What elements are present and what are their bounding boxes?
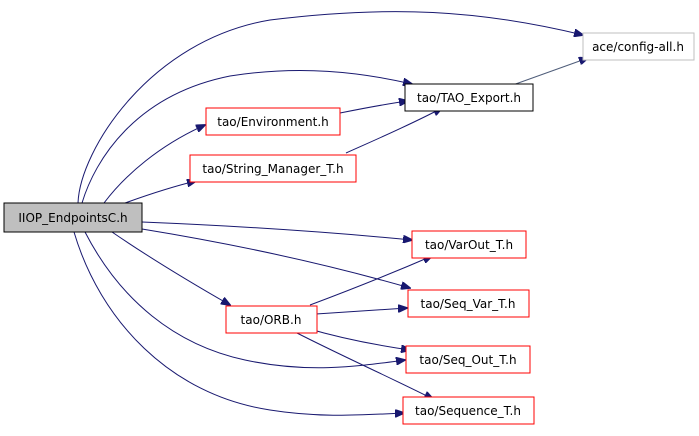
edge-root-tao-export xyxy=(81,70,412,204)
node-root-label: IIOP_EndpointsC.h xyxy=(18,211,127,225)
edge-orb-sequence xyxy=(294,331,433,399)
edge-orb-seq-var xyxy=(315,308,407,315)
edge-root-varout xyxy=(141,221,412,240)
node-string-manager[interactable]: tao/String_Manager_T.h xyxy=(189,154,357,183)
edge-root-sequence xyxy=(73,231,404,415)
node-tao-export-label: tao/TAO_Export.h xyxy=(417,91,521,105)
node-seq-var[interactable]: tao/Seq_Var_T.h xyxy=(407,289,530,318)
node-seq-out[interactable]: tao/Seq_Out_T.h xyxy=(405,345,531,374)
edge-root-seq-out xyxy=(84,231,405,369)
node-sequence-label: tao/Sequence_T.h xyxy=(415,404,521,418)
node-environment[interactable]: tao/Environment.h xyxy=(205,107,341,136)
node-orb[interactable]: tao/ORB.h xyxy=(225,305,318,334)
edge-root-orb xyxy=(111,231,230,305)
edge-string-manager-tao-export xyxy=(345,108,442,154)
edge-orb-varout xyxy=(309,256,432,306)
node-config-all[interactable]: ace/config-all.h xyxy=(582,32,695,61)
edge-environment-tao-export xyxy=(339,101,408,114)
nodes: IIOP_EndpointsC.h ace/config-all.h tao/T… xyxy=(3,32,695,425)
node-varout-label: tao/VarOut_T.h xyxy=(425,238,513,252)
node-seq-out-label: tao/Seq_Out_T.h xyxy=(419,353,516,367)
node-config-all-label: ace/config-all.h xyxy=(592,40,684,54)
node-orb-label: tao/ORB.h xyxy=(241,313,302,327)
node-root[interactable]: IIOP_EndpointsC.h xyxy=(3,202,143,233)
edge-orb-seq-out xyxy=(305,327,410,350)
node-varout[interactable]: tao/VarOut_T.h xyxy=(411,230,527,259)
edge-root-config-all xyxy=(77,11,583,204)
edge-tao-export-config-all xyxy=(509,58,588,87)
edges xyxy=(73,11,588,416)
edge-root-string-manager xyxy=(124,181,196,204)
node-tao-export[interactable]: tao/TAO_Export.h xyxy=(404,83,534,112)
node-string-manager-label: tao/String_Manager_T.h xyxy=(202,162,343,176)
node-sequence[interactable]: tao/Sequence_T.h xyxy=(402,396,535,425)
node-environment-label: tao/Environment.h xyxy=(217,115,329,129)
edge-root-environment xyxy=(103,125,205,204)
edge-root-seq-var xyxy=(141,228,410,288)
node-seq-var-label: tao/Seq_Var_T.h xyxy=(421,297,516,311)
